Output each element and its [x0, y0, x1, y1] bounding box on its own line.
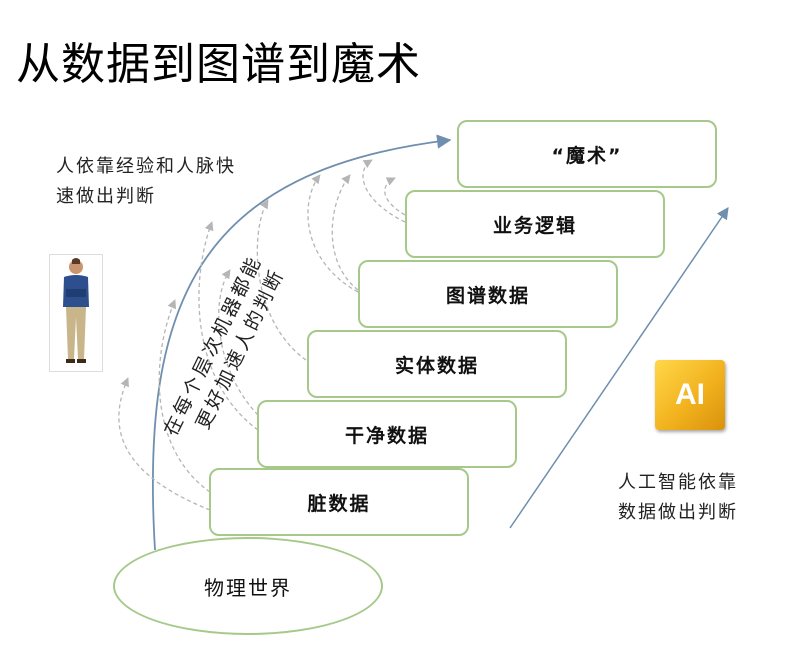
step-magic: “魔术”: [457, 120, 717, 188]
dashed-arrow: [198, 221, 259, 431]
physical-world-ellipse: 物理世界: [113, 537, 383, 635]
ai-note-line: 人工智能依靠: [618, 472, 738, 493]
dashed-arrow: [256, 199, 307, 361]
dashed-arrow: [307, 174, 359, 293]
step-label: 实体数据: [394, 354, 479, 377]
human-note: 人依靠经验和人脉快 速做出判断: [56, 152, 236, 212]
step-clean-data: 干净数据: [257, 400, 517, 468]
dashed-arrow: [362, 159, 406, 223]
businessman-icon: [49, 254, 103, 372]
base-label: 物理世界: [204, 575, 292, 600]
dashed-arrow: [331, 174, 359, 291]
step-dirty-data: 脏数据: [209, 468, 469, 536]
step-label: 业务逻辑: [492, 214, 577, 237]
dashed-arrow: [384, 177, 406, 216]
ai-note-line: 数据做出判断: [618, 502, 738, 523]
step-entity-data: 实体数据: [307, 330, 567, 398]
dashed-arrow: [218, 269, 259, 416]
step-business-logic: 业务逻辑: [405, 190, 665, 258]
ai-icon-label: AI: [675, 378, 705, 411]
step-label: 干净数据: [344, 424, 429, 447]
dashed-arrow: [158, 299, 211, 493]
dashed-arrow: [118, 377, 211, 511]
human-note-line: 速做出判断: [56, 186, 156, 207]
step-label: “魔术”: [551, 144, 623, 167]
page-title: 从数据到图谱到魔术: [16, 39, 421, 90]
step-graph-data: 图谱数据: [358, 260, 618, 328]
ai-judgment-arrow: [509, 207, 729, 529]
step-label: 图谱数据: [445, 284, 530, 307]
step-label: 脏数据: [307, 492, 371, 515]
ai-note: 人工智能依靠 数据做出判断: [618, 468, 738, 528]
ai-icon: AI: [655, 360, 725, 430]
human-note-line: 人依靠经验和人脉快: [56, 156, 236, 177]
human-judgment-arrow: [152, 134, 452, 551]
